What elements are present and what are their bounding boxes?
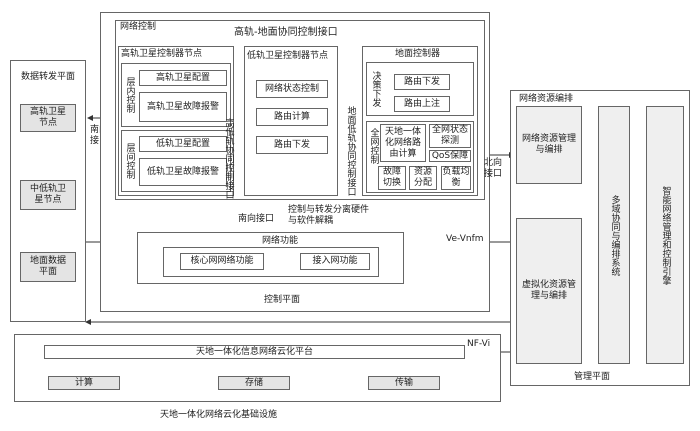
ground-data-plane: 地面数据平面 bbox=[20, 252, 76, 282]
ve-vnfm-label: Ve-Vnfm bbox=[446, 234, 484, 244]
resource-alloc-box[interactable]: 资源分配 bbox=[409, 166, 437, 190]
decision-push-label: 决策下发 bbox=[370, 71, 381, 107]
state-detect-box[interactable]: 全网状态探测 bbox=[429, 124, 471, 148]
integrated-routing-box[interactable]: 天地一体化网络路由计算 bbox=[380, 124, 426, 162]
data-forwarding-title: 数据转发平面 bbox=[20, 71, 75, 82]
route-push-box[interactable]: 路由下发 bbox=[256, 136, 328, 154]
ground-route-upload-box[interactable]: 路由上注 bbox=[394, 96, 450, 112]
multi-domain-label: 多域协同与编排系统 bbox=[609, 194, 620, 276]
fault-switch-box[interactable]: 故障切换 bbox=[378, 166, 406, 190]
control-plane-label: 控制平面 bbox=[264, 295, 301, 305]
south-interface-label: 南向接口 bbox=[238, 214, 275, 224]
access-network-function-box[interactable]: 接入网功能 bbox=[300, 253, 370, 270]
decoupling-label: 控制与转发分离硬件与软件解耦 bbox=[288, 205, 370, 226]
low-controller-title: 低轨卫星控制器节点 bbox=[247, 51, 329, 61]
mid-low-satellite-node: 中低轨卫星节点 bbox=[20, 180, 76, 210]
multi-domain-orchestration-box[interactable]: 多域协同与编排系统 bbox=[598, 106, 630, 364]
ground-route-push-box[interactable]: 路由下发 bbox=[394, 74, 450, 90]
geo-satellite-node: 高轨卫星节点 bbox=[20, 104, 76, 132]
network-control-title: 网络控制 bbox=[120, 22, 157, 32]
low-config-box[interactable]: 低轨卫星配置 bbox=[139, 136, 227, 152]
infrastructure-caption: 天地一体化网络云化基础设施 bbox=[160, 410, 278, 420]
global-control-label: 全网控制 bbox=[368, 128, 379, 164]
ground-controller-title: 地面控制器 bbox=[395, 49, 441, 59]
south-interface-left-label: 南向接口 bbox=[89, 125, 108, 146]
resource-orchestration-box[interactable]: 网络资源管理与编排 bbox=[516, 106, 582, 184]
cloud-platform-bar: 天地一体化信息网络云化平台 bbox=[44, 345, 465, 359]
compute-box[interactable]: 计算 bbox=[48, 376, 120, 390]
qos-box[interactable]: QoS保障 bbox=[429, 150, 471, 162]
intra-layer-label: 层内控制 bbox=[124, 77, 135, 113]
top-interface-label: 高轨-地面协同控制接口 bbox=[234, 27, 338, 38]
management-plane-label: 管理平面 bbox=[574, 372, 611, 382]
load-balance-box[interactable]: 负载均衡 bbox=[441, 166, 471, 190]
smart-mgmt-label: 智能网络管理和控制引擎 bbox=[660, 185, 671, 285]
core-network-function-box[interactable]: 核心网网络功能 bbox=[180, 253, 264, 270]
management-title: 网络资源编排 bbox=[519, 94, 574, 104]
geo-controller-title: 高轨卫星控制器节点 bbox=[121, 49, 203, 59]
geo-low-interface-label: 高低轨协同控制接口 bbox=[223, 117, 234, 199]
geo-config-box[interactable]: 高轨卫星配置 bbox=[139, 70, 227, 86]
storage-box[interactable]: 存储 bbox=[218, 376, 290, 390]
network-state-control-box[interactable]: 网络状态控制 bbox=[256, 80, 328, 98]
virtual-resource-box[interactable]: 虚拟化资源管理与编排 bbox=[516, 218, 582, 364]
network-function-title: 网络功能 bbox=[262, 236, 299, 246]
transmission-box[interactable]: 传输 bbox=[368, 376, 440, 390]
route-calc-box[interactable]: 路由计算 bbox=[256, 108, 328, 126]
smart-mgmt-engine-box[interactable]: 智能网络管理和控制引擎 bbox=[646, 106, 684, 364]
inter-layer-label: 层间控制 bbox=[124, 143, 135, 179]
low-fault-report-box[interactable]: 低轨卫星故障报警 bbox=[139, 158, 227, 186]
geo-fault-report-box[interactable]: 高轨卫星故障报警 bbox=[139, 92, 227, 122]
low-ground-interface-label: 地面低轨协同控制接口 bbox=[345, 106, 356, 196]
nf-vi-label: NF-Vi bbox=[467, 339, 491, 349]
north-interface-label: 北向接口 bbox=[484, 158, 503, 179]
